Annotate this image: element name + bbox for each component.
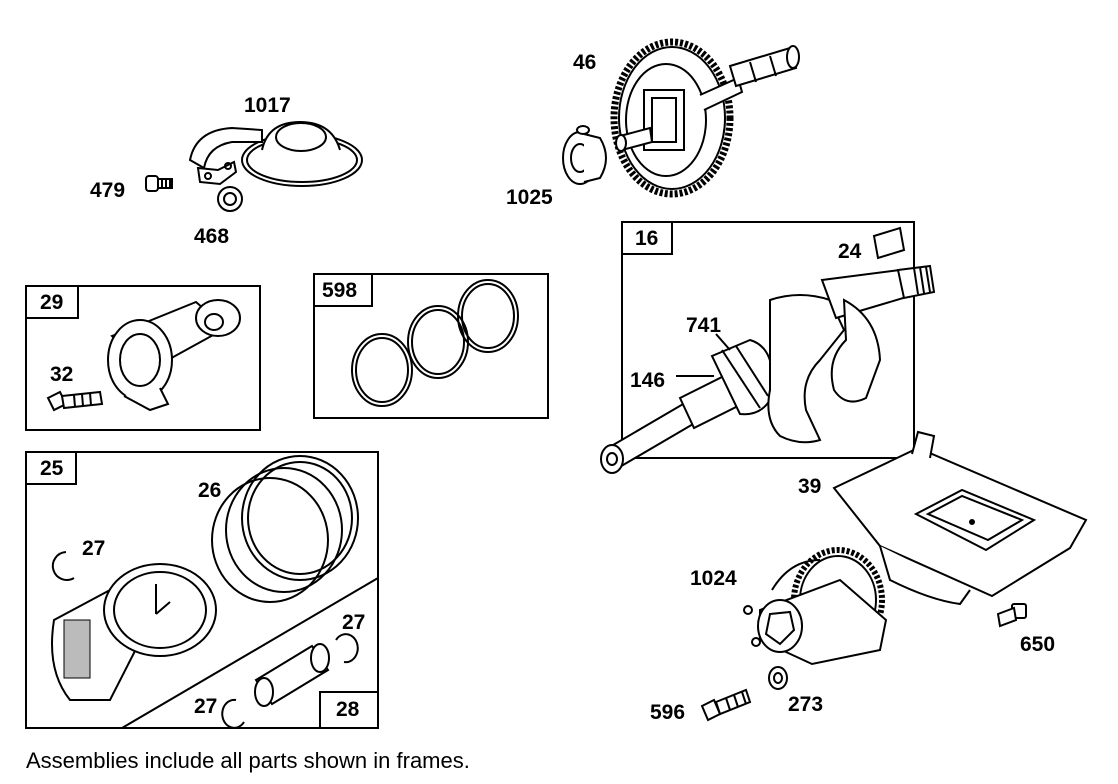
- ring-26-set: [211, 455, 359, 603]
- label-27-left: 27: [82, 537, 106, 560]
- frame-29: [25, 285, 261, 431]
- frame-label-598: 598: [322, 279, 358, 302]
- screw-479: [145, 175, 173, 192]
- label-146: 146: [630, 369, 666, 392]
- screw-650: [996, 603, 1027, 628]
- oil-pump-1024: [743, 547, 888, 666]
- crankshaft: [600, 264, 936, 474]
- piston: [51, 563, 217, 701]
- label-1024: 1024: [690, 567, 737, 590]
- label-1017: 1017: [244, 94, 291, 117]
- frame-16: [621, 221, 915, 459]
- key-24: [872, 226, 906, 260]
- label-27-right: 27: [342, 611, 366, 634]
- washer-273: [768, 666, 788, 690]
- circlip-27: [51, 551, 359, 729]
- label-479: 479: [90, 179, 126, 202]
- breather-cover-1017: [188, 120, 363, 187]
- frame-25: [25, 451, 379, 729]
- label-596: 596: [650, 701, 686, 724]
- label-1025: 1025: [506, 186, 553, 209]
- label-24: 24: [838, 240, 862, 263]
- label-26: 26: [198, 479, 222, 502]
- piston-pin: [254, 643, 330, 707]
- frame-label-28: 28: [336, 698, 360, 721]
- label-27-bottom: 27: [194, 695, 218, 718]
- oil-baffle-39: [832, 430, 1088, 606]
- frame-label-25: 25: [40, 457, 64, 480]
- label-650: 650: [1020, 633, 1056, 656]
- frame-label-16: 16: [635, 227, 659, 250]
- connecting-rod: [107, 299, 241, 412]
- label-39: 39: [798, 475, 822, 498]
- camshaft-gear-46: [610, 38, 800, 198]
- leader-741: [715, 333, 731, 351]
- washer-468: [217, 186, 243, 212]
- frame-598: [313, 273, 549, 419]
- label-273: 273: [788, 693, 824, 716]
- spacer-1025: [562, 125, 607, 185]
- label-741: 741: [686, 314, 722, 337]
- ring-set: [351, 279, 519, 407]
- label-32: 32: [50, 363, 74, 386]
- label-46: 46: [573, 51, 597, 74]
- bolt-596: [700, 688, 752, 722]
- footnote: Assemblies include all parts shown in fr…: [26, 748, 470, 773]
- frame-label-29: 29: [40, 291, 64, 314]
- label-468: 468: [194, 225, 230, 248]
- rod-bolt-32: [46, 390, 104, 412]
